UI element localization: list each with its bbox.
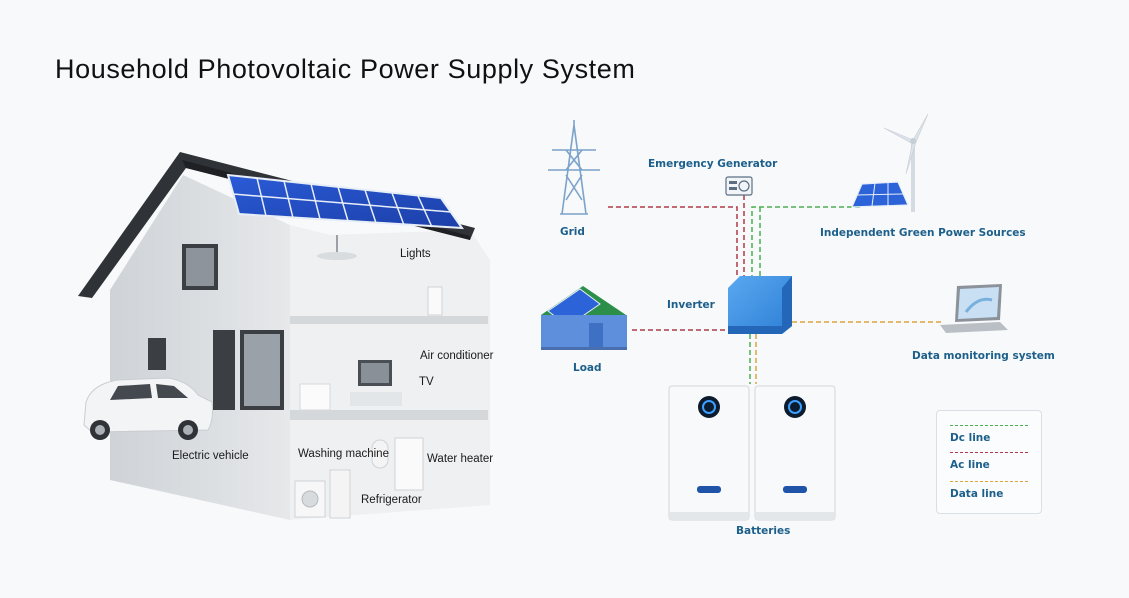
label-emergency-generator: Emergency Generator (648, 158, 778, 170)
label-electric-vehicle: Electric vehicle (172, 450, 249, 462)
label-refrigerator: Refrigerator (361, 494, 422, 506)
label-load: Load (573, 362, 602, 374)
connection-lines (608, 195, 944, 384)
label-inverter: Inverter (667, 299, 715, 311)
label-tv: TV (419, 376, 434, 388)
legend-ac-line-label: Ac line (950, 459, 990, 471)
page-title: Household Photovoltaic Power Supply Syst… (55, 54, 636, 84)
label-air-conditioner: Air conditioner (420, 350, 494, 362)
label-batteries: Batteries (736, 525, 791, 537)
legend-dc-line-label: Dc line (950, 432, 991, 444)
house-illustration (78, 152, 490, 520)
emergency-generator-icon (725, 176, 753, 196)
battery-unit-2 (754, 385, 836, 521)
legend-ac-line-swatch (950, 452, 1028, 453)
label-lights: Lights (400, 248, 431, 260)
ac-line-grid (608, 206, 738, 278)
green-power-icon (851, 113, 929, 212)
legend-data-line-swatch (950, 481, 1028, 482)
legend: Dc line Ac line Data line (936, 410, 1042, 514)
electric-vehicle-icon (83, 377, 213, 440)
dc-line-green-power (751, 206, 860, 278)
legend-dc-line-swatch (950, 425, 1028, 426)
roof-solar-panel (226, 173, 465, 230)
grid-tower-icon (548, 120, 600, 215)
load-house-icon (541, 286, 627, 350)
label-washing-machine: Washing machine (298, 448, 389, 460)
laptop-icon (940, 284, 1008, 333)
label-green-power: Independent Green Power Sources (820, 227, 1026, 239)
inverter-icon (728, 276, 792, 334)
legend-data-line-label: Data line (950, 488, 1004, 500)
battery-unit-1 (668, 385, 750, 521)
label-water-heater: Water heater (427, 453, 494, 465)
label-data-monitoring: Data monitoring system (912, 350, 1055, 362)
label-grid: Grid (560, 226, 585, 238)
